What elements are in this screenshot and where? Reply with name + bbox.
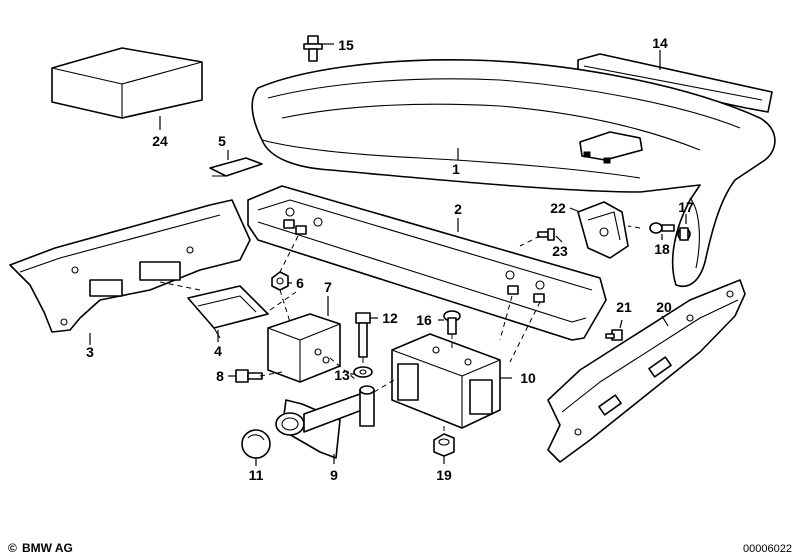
callout-16: 16: [416, 312, 432, 328]
part-17-screw: [677, 214, 691, 241]
callout-20: 20: [656, 299, 672, 315]
part-23-screw: [537, 228, 563, 243]
brand-name: BMW AG: [22, 541, 73, 555]
part-24-box: [51, 47, 203, 130]
part-3-left-bracket: [9, 199, 251, 345]
callout-5: 5: [218, 133, 226, 149]
callout-4: 4: [214, 343, 222, 359]
part-15-screw: [303, 35, 334, 62]
callout-24: 24: [152, 133, 168, 149]
part-4-plate: [187, 285, 269, 342]
part-16-screw: [438, 310, 461, 335]
callout-13: 13: [334, 367, 350, 383]
callout-9: 9: [330, 467, 338, 483]
callout-11: 11: [249, 467, 264, 483]
callout-7: 7: [324, 279, 332, 295]
callout-6: 6: [296, 275, 304, 291]
part-2-carrier: [247, 185, 607, 341]
part-20-right-bracket: [547, 279, 746, 463]
part-19-nut: [433, 433, 455, 464]
part-12-long-bolt: [355, 312, 378, 358]
part-5-clip: [209, 150, 263, 177]
callout-1: 1: [452, 161, 460, 177]
assembly-lines: [159, 225, 641, 434]
part-9-tow-eye: [275, 385, 375, 464]
part-10-mount-block: [391, 333, 512, 429]
diagram-number: 00006022: [743, 543, 792, 555]
part-1-bumper-cover: [251, 58, 776, 287]
part-7-mount-bracket: [267, 296, 341, 383]
callout-10: 10: [520, 370, 536, 386]
callout-8: 8: [216, 368, 224, 384]
part-22-bracket: [569, 201, 629, 259]
callout-15: 15: [338, 37, 354, 53]
callout-2: 2: [454, 201, 462, 217]
part-21-screw: [605, 319, 623, 341]
part-13-washer: [350, 366, 373, 378]
callout-22: 22: [550, 200, 566, 216]
part-11-cap: [241, 429, 271, 466]
callout-23: 23: [552, 243, 568, 259]
part-6-nut: [271, 271, 292, 291]
callout-14: 14: [652, 35, 668, 51]
callout-19: 19: [436, 467, 452, 483]
copyright-symbol: ©: [8, 541, 17, 555]
part-18-screw: [649, 222, 675, 240]
callout-21: 21: [616, 299, 632, 315]
callout-18: 18: [654, 241, 670, 257]
footer-brand: © BMW AG: [8, 541, 73, 555]
part-8-bolt: [228, 369, 263, 383]
callout-12: 12: [382, 310, 398, 326]
callout-3: 3: [86, 344, 94, 360]
callout-17: 17: [678, 199, 694, 215]
